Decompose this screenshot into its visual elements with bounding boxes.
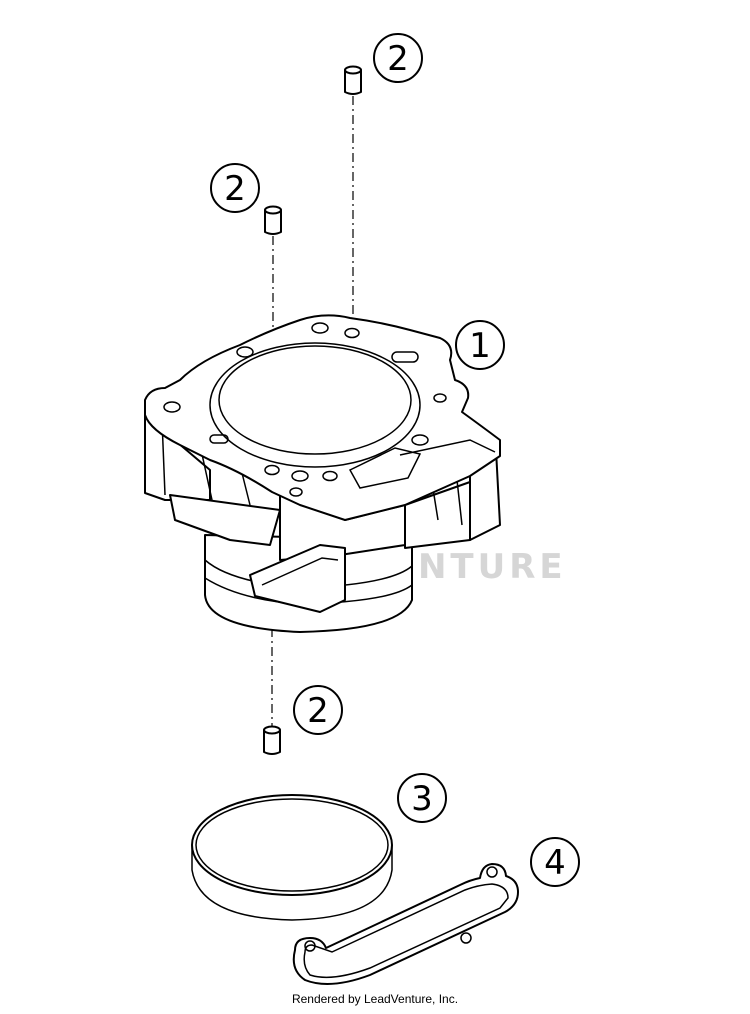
callout-2-upper-left: 2 (210, 163, 260, 213)
callout-label: 2 (387, 39, 409, 79)
callout-label: 3 (411, 779, 433, 819)
gasket (292, 863, 519, 985)
callout-label: 2 (307, 691, 329, 731)
callout-1: 1 (455, 320, 505, 370)
callout-4: 4 (530, 837, 580, 887)
callout-label: 1 (469, 326, 491, 366)
callout-3: 3 (397, 773, 447, 823)
callout-2-lower: 2 (293, 685, 343, 735)
cylinder (144, 314, 501, 633)
seal-ring (191, 794, 393, 921)
callout-label: 4 (544, 843, 566, 883)
dowel-pin (263, 725, 281, 755)
callout-label: 2 (224, 169, 246, 209)
footer-credit: Rendered by LeadVenture, Inc. (291, 992, 459, 1006)
dowel-pin (264, 205, 282, 235)
callout-2-top: 2 (373, 33, 423, 83)
dowel-pin (344, 65, 362, 95)
